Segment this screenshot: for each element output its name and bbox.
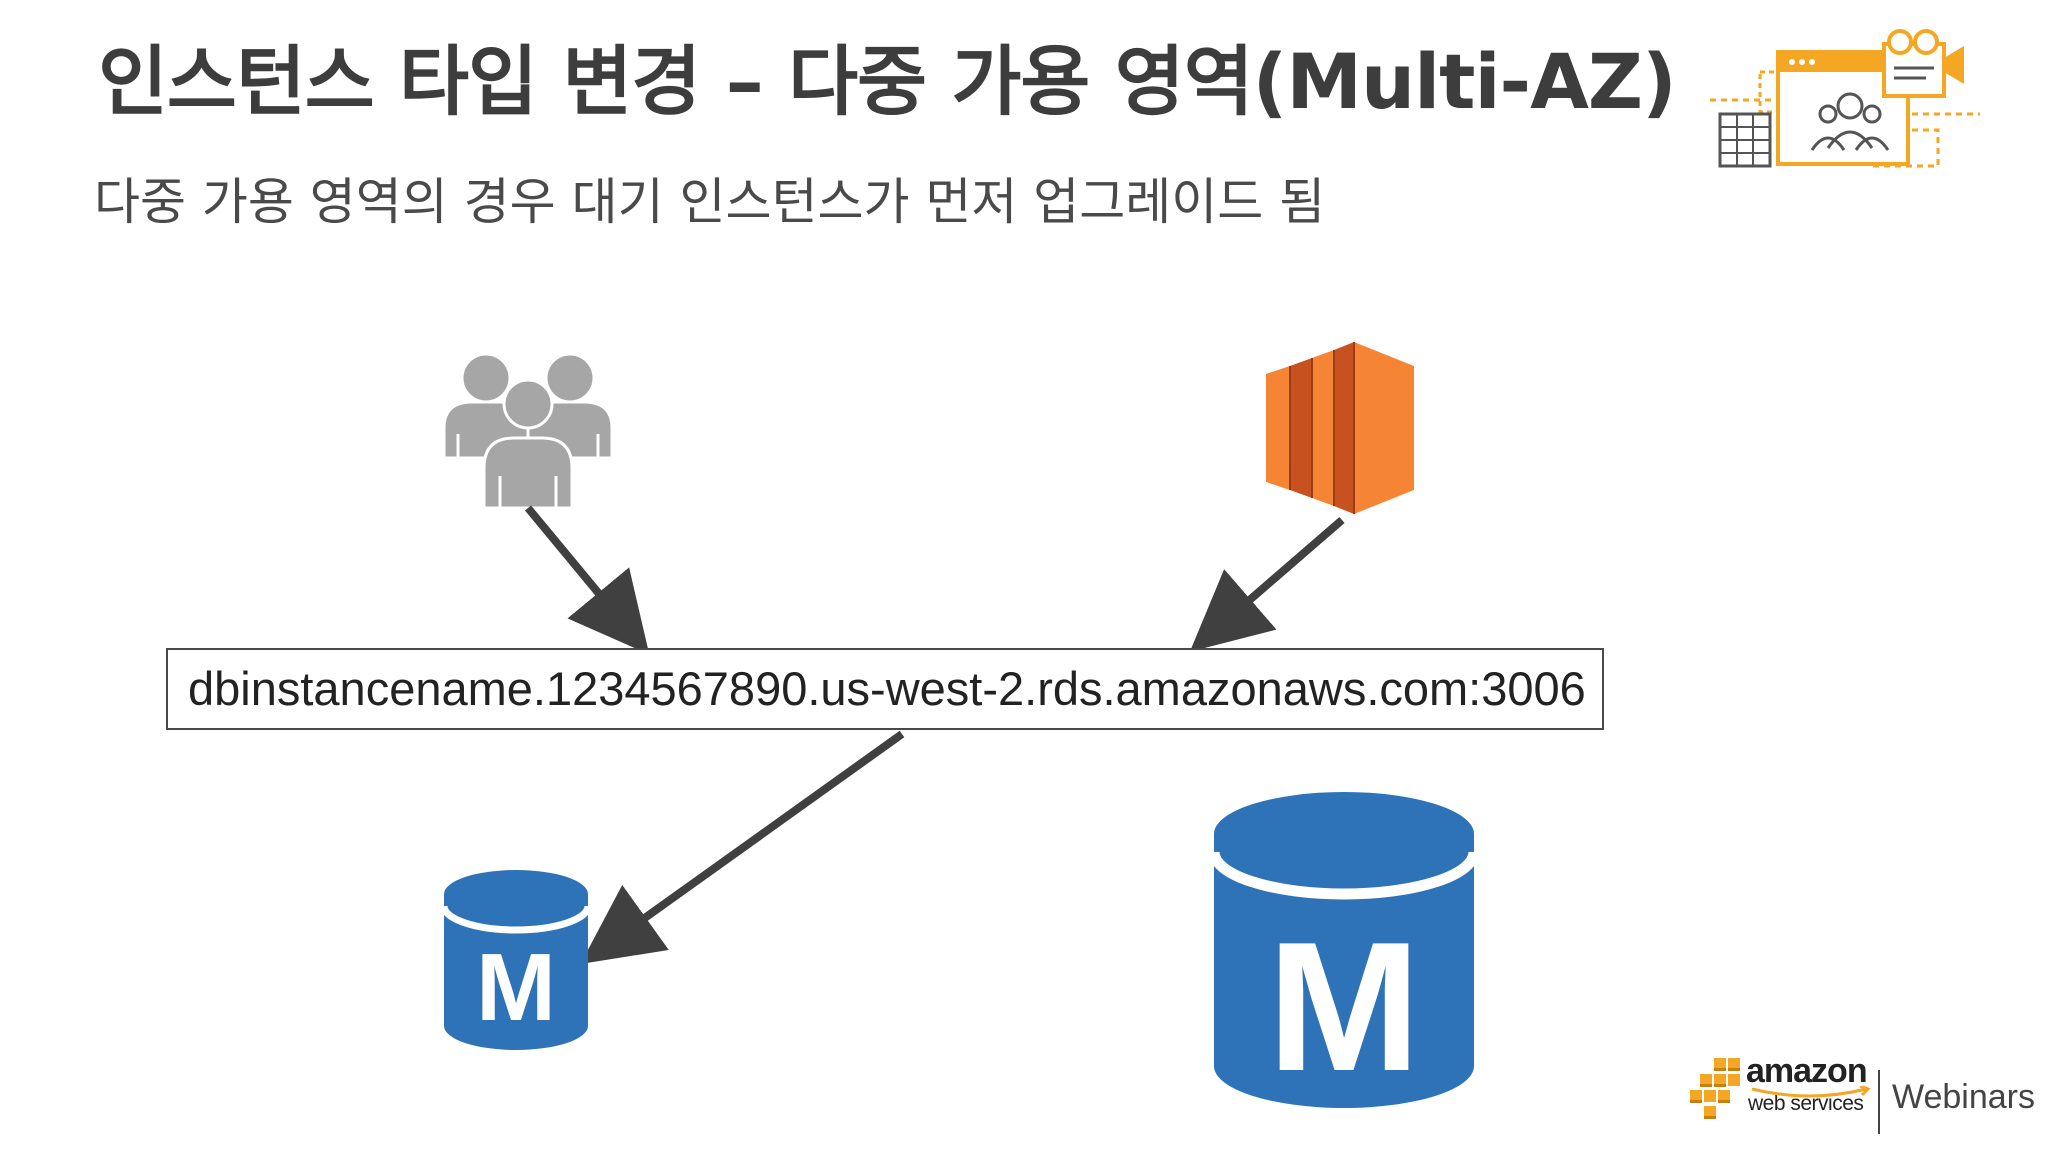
db-endpoint-box: dbinstancename.1234567890.us-west-2.rds.… <box>166 648 1604 730</box>
aws-webinars-logo: amazon web services Webinars <box>1690 1050 2040 1140</box>
slide-title: 인스턴스 타입 변경 – 다중 가용 영역(Multi-AZ) <box>98 37 1677 126</box>
logo-divider <box>1878 1070 1880 1134</box>
aws-smile-icon <box>1751 1086 1871 1098</box>
aws-amazon-wordmark: amazon <box>1746 1052 1868 1090</box>
rds-db-standby-icon: M <box>1214 792 1474 1109</box>
db-endpoint-text: dbinstancename.1234567890.us-west-2.rds.… <box>188 662 1586 715</box>
webinars-label: Webinars <box>1892 1078 2035 1116</box>
arrow-users-to-endpoint <box>524 505 650 655</box>
arrow-endpoint-to-primary-db <box>580 730 905 964</box>
slide-subtitle: 다중 가용 영역의 경우 대기 인스턴스가 먼저 업그레이드 됨 <box>94 173 1326 231</box>
ec2-instance-icon <box>1266 342 1414 514</box>
db-standby-letter: M <box>1267 903 1420 1109</box>
aws-web-services-text: web services <box>1748 1092 1864 1115</box>
db-primary-letter: M <box>476 934 556 1041</box>
aws-cubes-icon <box>1690 1058 1740 1119</box>
webinar-presenter-icon <box>1710 29 1980 168</box>
users-icon <box>444 352 612 508</box>
rds-db-primary-icon: M <box>444 870 588 1050</box>
arrow-ec2-to-endpoint <box>1189 516 1345 652</box>
